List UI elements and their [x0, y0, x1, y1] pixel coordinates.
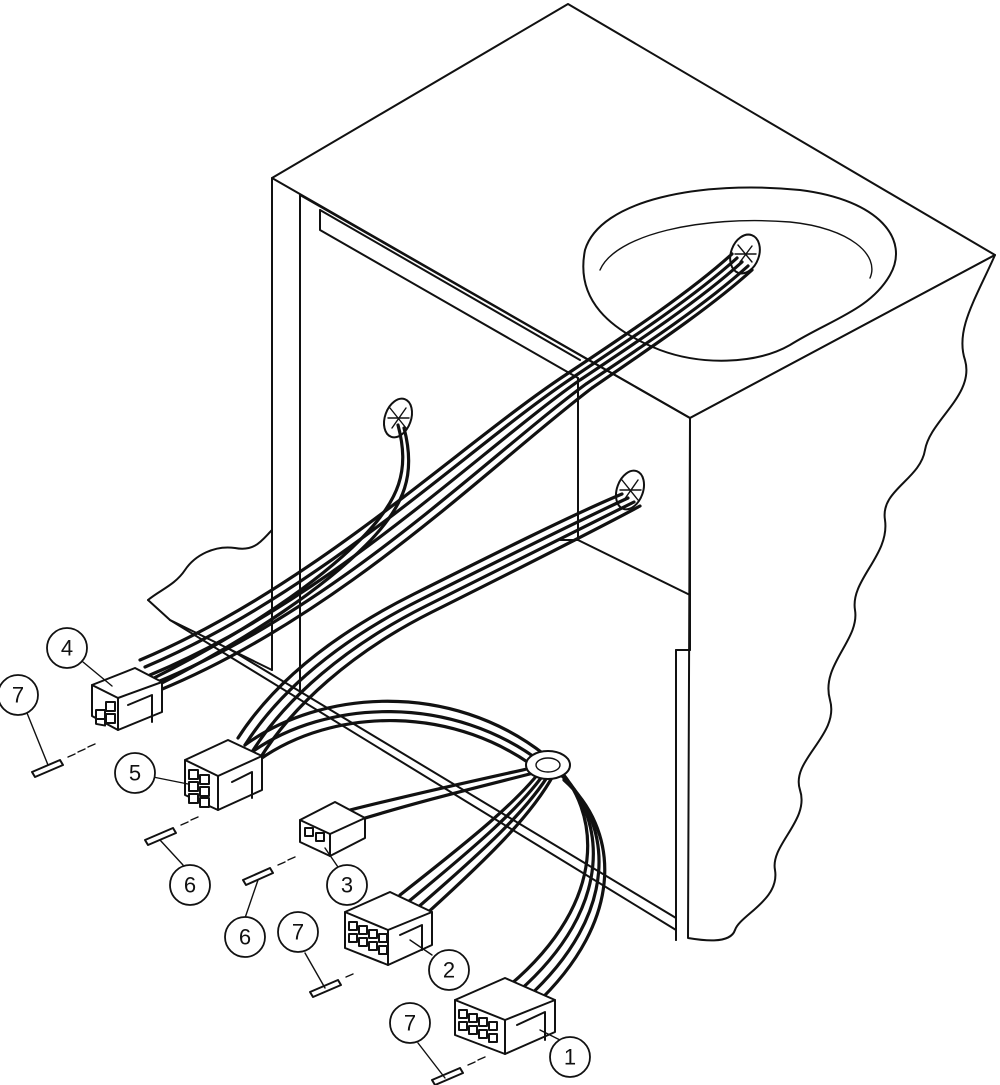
harness-left-loop	[148, 423, 411, 688]
connectors	[91, 667, 556, 1055]
callout-6-right: 6	[224, 916, 266, 958]
callout-2: 2	[428, 949, 470, 991]
grommet-top	[729, 233, 761, 275]
callout-5: 5	[114, 752, 156, 794]
cable-tie-ring	[525, 750, 571, 780]
connector-2	[344, 891, 433, 966]
callout-7-top: 7	[0, 674, 39, 716]
harness-looped-ring	[243, 699, 607, 1008]
pin-7-bottom	[431, 1056, 486, 1085]
callout-7-top-label: 7	[12, 683, 24, 708]
harness-to-connector-5	[236, 492, 642, 762]
callout-3: 3	[326, 864, 368, 906]
cabinet-housing	[147, 3, 996, 942]
wire-harnesses	[138, 252, 754, 1008]
connector-3	[299, 801, 366, 857]
pin-7-middle	[309, 973, 354, 998]
pin-6-left	[144, 816, 199, 846]
callout-7-bottom: 7	[389, 1002, 431, 1044]
pin-7-top	[31, 743, 96, 778]
pins	[31, 743, 486, 1085]
callout-1: 1	[549, 1036, 591, 1078]
connector-1	[454, 977, 556, 1055]
callout-4: 4	[46, 627, 88, 669]
callout-6-left-label: 6	[184, 873, 196, 898]
grommet-middle	[614, 469, 646, 511]
connector-5	[184, 739, 263, 811]
callout-2-label: 2	[443, 958, 455, 983]
callout-1-label: 1	[564, 1045, 576, 1070]
leader-lines	[26, 661, 561, 1079]
callout-4-label: 4	[61, 636, 73, 661]
callout-7-bottom-label: 7	[404, 1011, 416, 1036]
callouts: 4 7 5 6 3 6 7 2	[0, 627, 591, 1078]
callout-5-label: 5	[129, 761, 141, 786]
callout-6-left: 6	[169, 864, 211, 906]
callout-6-right-label: 6	[239, 925, 251, 950]
callout-7-middle: 7	[277, 911, 319, 953]
callout-7-middle-label: 7	[292, 920, 304, 945]
callout-3-label: 3	[341, 873, 353, 898]
grommet-left	[382, 397, 414, 439]
pin-6-right	[242, 856, 296, 886]
harness-to-connector-4	[138, 252, 754, 692]
